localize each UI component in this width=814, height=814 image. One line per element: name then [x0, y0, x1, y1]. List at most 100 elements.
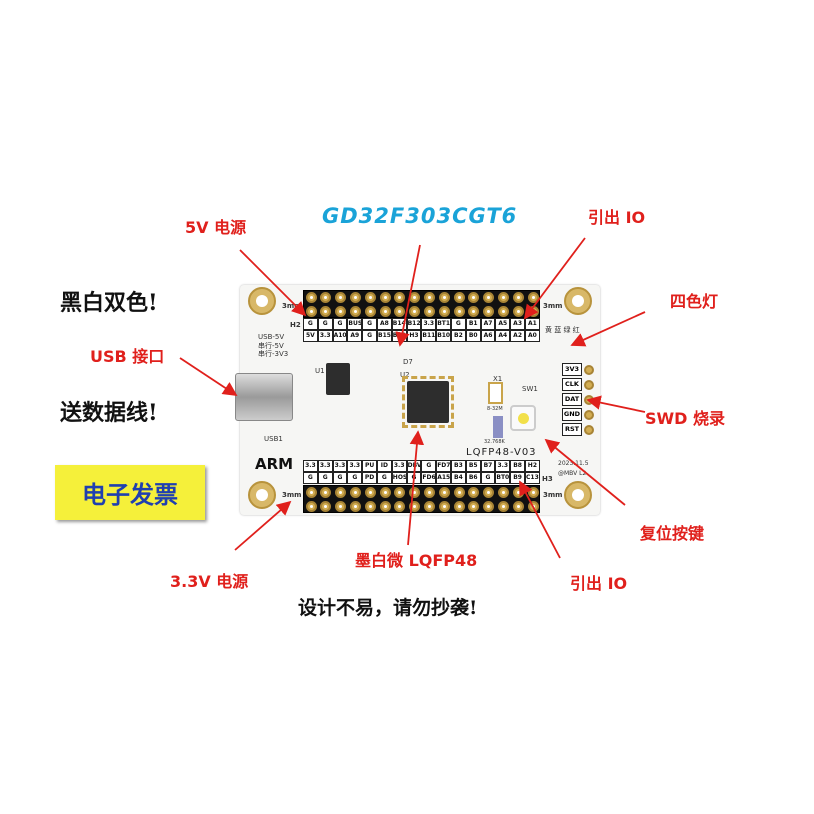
pin-label: FD6 [421, 472, 437, 484]
header-pin [379, 292, 391, 303]
swd-pin-label: GND [562, 408, 582, 421]
header-pin [394, 487, 406, 498]
board-date: 2023.11.5 [558, 460, 589, 467]
board-author: @MBV L2 [558, 470, 587, 477]
pin-label: G [406, 472, 422, 484]
u2-designator: U2 [400, 371, 410, 379]
pin-label: G [362, 318, 377, 330]
pin-label: B15 [377, 330, 392, 342]
pin-label: A8 [377, 318, 392, 330]
pin-label: A1 [525, 318, 540, 330]
mcu-chip [407, 381, 449, 423]
pin-label: H3 [406, 330, 422, 342]
callout-33v-power: 3.3V 电源 [170, 572, 249, 591]
pin-label: G [480, 472, 496, 484]
pin-label: G [347, 472, 363, 484]
pin-label: BT1 [436, 318, 451, 330]
header-pin [512, 487, 524, 498]
header-pin [394, 500, 406, 512]
product-title: GD32F303CGT6 [322, 204, 518, 228]
callout-leds: 四色灯 [670, 292, 719, 311]
pin-label: B13 [391, 330, 407, 342]
pin-label: BUS [347, 318, 363, 330]
header-pin [423, 487, 435, 498]
reset-button-cap[interactable] [518, 413, 529, 424]
header-pin [409, 292, 421, 303]
pin-label: BT0 [495, 472, 511, 484]
header-pin [394, 292, 406, 303]
usb-c-connector [235, 373, 293, 421]
usb-note: 串行-5V [258, 342, 284, 350]
callout-mcu: 墨白微 LQFP48 [355, 551, 478, 570]
pin-label: A4 [495, 330, 511, 342]
pin-label: B9 [510, 472, 525, 484]
header-pin [409, 305, 421, 317]
pin-label: A15 [436, 472, 451, 484]
header-pin [335, 292, 347, 303]
pin-label: 3.3 [317, 460, 333, 472]
pin-label: G [332, 472, 348, 484]
pin-label: HOS [391, 472, 407, 484]
callout-io-top: 引出 IO [588, 208, 646, 227]
reset-button[interactable] [510, 405, 536, 431]
pin-label: B5 [465, 460, 481, 472]
pin-label: 3.3 [332, 460, 348, 472]
header-pin [497, 292, 509, 303]
pin-label: B12 [406, 318, 422, 330]
pin-label: B1 [465, 318, 481, 330]
callout-io-bottom: 引出 IO [570, 574, 628, 593]
swd-pin-label: RST [562, 423, 582, 436]
pin-label: FD7 [436, 460, 451, 472]
pin-label: A7 [480, 318, 496, 330]
swd-pin [584, 365, 594, 375]
callout-reset: 复位按键 [640, 524, 705, 543]
header-pin [305, 305, 317, 317]
pin-label: PU [362, 460, 377, 472]
pin-label: G [317, 318, 333, 330]
header-pin [497, 500, 509, 512]
header-pin [497, 305, 509, 317]
invoice-text: 电子发票 [82, 480, 178, 509]
usb-note: USB-5V [258, 333, 285, 341]
sw1-designator: SW1 [522, 385, 538, 393]
header-pin [379, 305, 391, 317]
rtc-crystal [493, 416, 503, 438]
regulator-chip [326, 363, 350, 395]
header-pin [497, 487, 509, 498]
arrow-usb [179, 357, 238, 396]
hole-size-label: 3mm [543, 491, 563, 499]
swd-pin [584, 425, 594, 435]
header-pin [335, 487, 347, 498]
pin-label: A9 [347, 330, 363, 342]
h3-label: H3 [542, 475, 553, 483]
header-pin [335, 305, 347, 317]
crystal-hs-label: 8-32M [487, 406, 503, 412]
pin-label: G [421, 460, 437, 472]
swd-pin-label: CLK [562, 378, 582, 391]
header-pin [468, 500, 480, 512]
pin-label: ID [377, 460, 392, 472]
u1-designator: U1 [315, 367, 325, 375]
header-pin [483, 500, 495, 512]
header-pin [364, 292, 376, 303]
pin-label: 3.3 [495, 460, 511, 472]
pin-label: B7 [480, 460, 496, 472]
header-pin [335, 500, 347, 512]
arm-logo: ARM [255, 455, 294, 473]
header-pin [349, 292, 361, 303]
pin-label: B4 [451, 472, 466, 484]
callout-swd: SWD 烧录 [645, 409, 726, 428]
hole-size-label: 3mm [282, 491, 302, 499]
header-pin [527, 487, 539, 498]
header-pin [349, 487, 361, 498]
d7-designator: D7 [403, 358, 413, 366]
header-pin [468, 292, 480, 303]
promo-cable-included: 送数据线! [60, 400, 158, 426]
pin-label: B0 [465, 330, 481, 342]
header-pin [423, 500, 435, 512]
pin-label: G [362, 330, 377, 342]
callout-5v-power: 5V 电源 [185, 218, 247, 237]
header-pin [453, 305, 465, 317]
header-pin [305, 487, 317, 498]
header-pin [512, 305, 524, 317]
